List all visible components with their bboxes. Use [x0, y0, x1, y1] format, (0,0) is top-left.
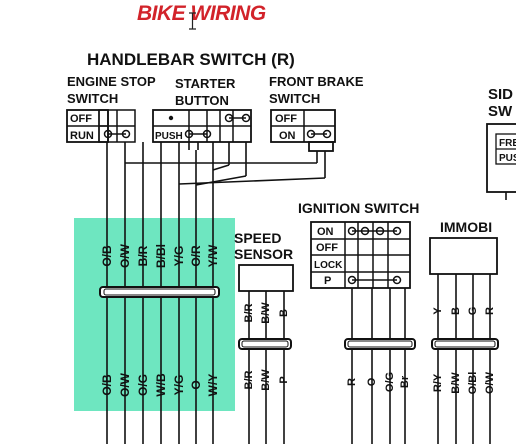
- ignition-switch-label: IGNITION SWITCH: [298, 200, 419, 216]
- ignition-pos-on: ON: [317, 226, 334, 238]
- wire-label-imm-bot-3: O/W: [484, 371, 496, 394]
- connectors: [99, 286, 499, 350]
- highlight-region: [74, 218, 235, 411]
- wire-label-hb-top-0: O/B: [100, 245, 114, 267]
- wire-label-speed-top-1: B/W: [260, 302, 272, 324]
- ignition-pos-off: OFF: [316, 242, 338, 254]
- wire-label-ign-bot-0: R: [346, 378, 358, 386]
- starter-push: PUSH: [155, 131, 183, 142]
- wire-label-hb-top-4: Y/G: [172, 246, 186, 267]
- wire-label-speed-top-2: B: [278, 309, 290, 317]
- wire-label-speed-bot-1: B/W: [260, 369, 272, 391]
- wire-label-ign-bot-1: O: [366, 377, 378, 386]
- wire-label-imm-top-3: R: [484, 307, 496, 315]
- text-cursor-icon: [189, 12, 196, 30]
- wire-label-imm-bot-0: R/Y: [432, 373, 444, 392]
- wire-label-hb-bot-5: O: [189, 380, 203, 389]
- wire-labels: O/BO/BO/WO/WB/RO/GB/BlW/BY/GY/GO/ROY/WW/…: [100, 243, 496, 397]
- engine-stop-off: OFF: [70, 113, 92, 125]
- engine-stop-switch: [66, 109, 136, 143]
- engine-stop-label: ENGINE STOP: [67, 74, 156, 89]
- side-switch: [486, 123, 516, 193]
- ignition-switch: [310, 221, 411, 289]
- handlebar-switch-label: HANDLEBAR SWITCH (R): [87, 50, 295, 69]
- wire-label-imm-top-1: B: [450, 307, 462, 315]
- wire-label-speed-top-0: B/R: [243, 303, 255, 322]
- starter-dot: [168, 115, 174, 121]
- front-brake-label-2: SWITCH: [269, 91, 320, 106]
- side-switch-label-2: SW: [488, 103, 513, 120]
- wires: [106, 142, 507, 444]
- page-title: BIKE WIRING: [137, 2, 266, 25]
- starter-button-label-2: BUTTON: [175, 93, 229, 108]
- ignition-pos-lock: LOCK: [314, 260, 343, 271]
- wire-label-hb-top-3: B/Bl: [154, 244, 168, 268]
- starter-button-switch: [152, 109, 252, 143]
- immobi-label: IMMOBI: [440, 219, 492, 235]
- ignition-pos-p: P: [324, 275, 331, 287]
- immobi-box: [429, 237, 498, 275]
- wire-label-ign-bot-2: O/G: [384, 372, 396, 392]
- engine-stop-run: RUN: [70, 130, 94, 142]
- wire-label-imm-bot-1: B/W: [450, 372, 462, 394]
- speed-sensor-label-2: SENSOR: [234, 246, 293, 262]
- front-brake-off: OFF: [275, 113, 297, 125]
- wire-hb-7b: [212, 164, 230, 171]
- starter-button-label: STARTER: [175, 76, 236, 91]
- side-switch-row-1: FRE: [499, 138, 516, 149]
- front-brake-on: ON: [279, 130, 296, 142]
- wire-label-speed-bot-2: P: [278, 376, 290, 383]
- speed-sensor-box: [238, 264, 294, 292]
- wire-label-hb-bot-1: O/W: [118, 372, 132, 397]
- wire-label-hb-bot-0: O/B: [100, 374, 114, 396]
- wire-label-hb-bot-6: W/Y: [206, 374, 220, 397]
- side-switch-label: SID: [488, 86, 513, 103]
- wire-label-imm-top-0: Y: [432, 307, 444, 315]
- wire-label-imm-bot-2: O/Bl: [467, 372, 479, 395]
- wire-label-hb-bot-3: W/B: [154, 373, 168, 397]
- engine-stop-label-2: SWITCH: [67, 91, 118, 106]
- wire-label-hb-top-1: O/W: [118, 243, 132, 268]
- wire-label-imm-top-2: G: [467, 307, 479, 316]
- wire-label-hb-bot-2: O/G: [136, 374, 150, 396]
- front-brake-switch: [270, 109, 336, 152]
- wire-label-hb-top-6: Y/W: [206, 244, 220, 267]
- front-brake-label: FRONT BRAKE: [269, 74, 364, 89]
- wire-label-hb-top-2: B/R: [136, 245, 150, 266]
- wire-hb-9b: [178, 177, 326, 185]
- wire-label-hb-top-5: O/R: [189, 245, 203, 267]
- wire-label-ign-bot-3: Br: [399, 375, 411, 388]
- speed-sensor-label: SPEED: [234, 230, 281, 246]
- wire-label-speed-bot-0: B/R: [243, 370, 255, 389]
- side-switch-row-2: PUS: [499, 153, 516, 164]
- wire-label-hb-bot-4: Y/G: [172, 375, 186, 396]
